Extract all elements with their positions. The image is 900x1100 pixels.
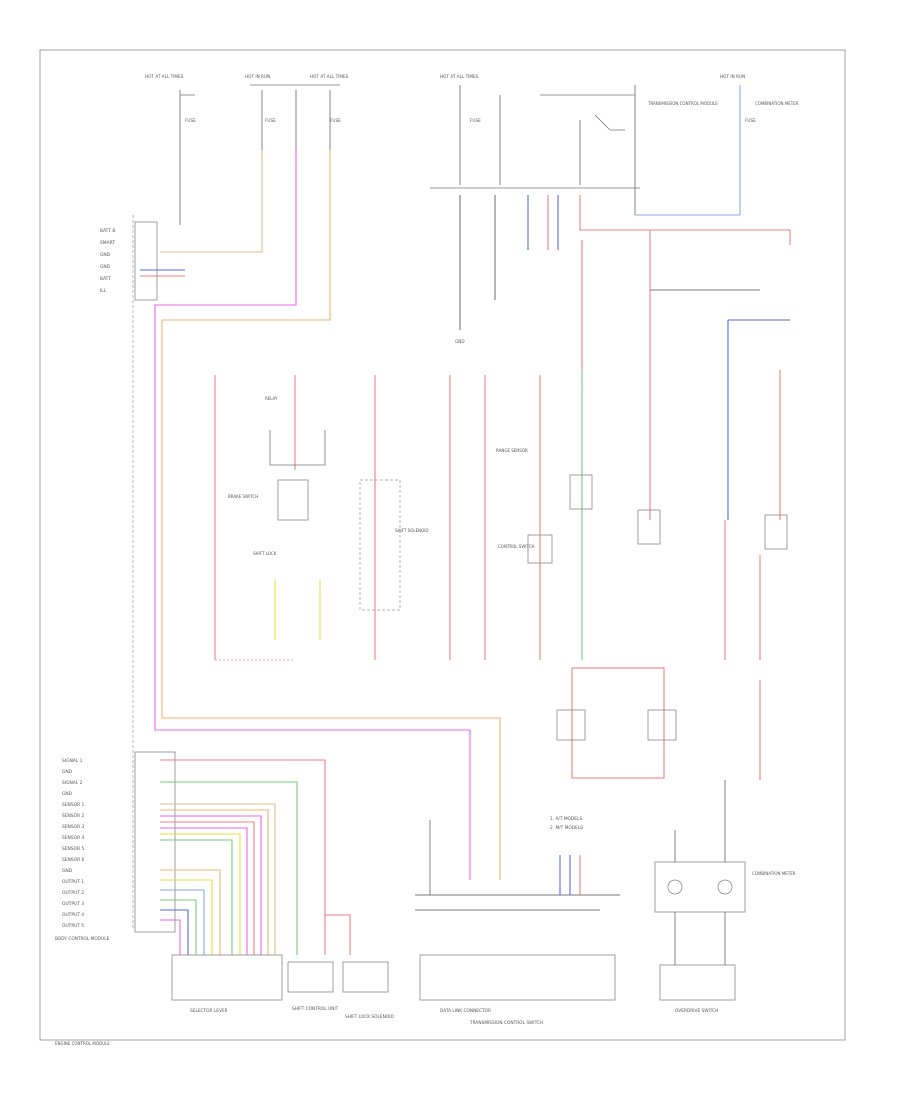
body-control-caption: BODY CONTROL MODULE — [55, 936, 110, 942]
left-pin-0: BATT B — [100, 228, 115, 234]
power-label-5: HOT IN RUN — [720, 74, 745, 79]
ecm-pin-10: GND — [62, 868, 73, 874]
ecm-caption: ENGINE CONTROL MODULE — [55, 1041, 110, 1046]
sensor-box-1 — [569, 474, 593, 510]
top-right-fuse-area: HOT AT ALL TIMES HOT IN RUN FUSE FUSE — [430, 74, 756, 215]
overdrive-caption: OVERDRIVE SWITCH — [675, 1008, 718, 1014]
ecm-pin-block: SIGNAL 1 GND SIGNAL 2 GND SENSOR 1 SENSO… — [55, 751, 176, 942]
control-switch-box — [527, 534, 553, 564]
power-label-2: HOT IN RUN — [245, 74, 270, 79]
combination-meter-box — [654, 861, 746, 913]
sensor-box-3 — [764, 514, 788, 550]
fuse-label-4: FUSE — [470, 118, 481, 123]
range-sensor-label: RANGE SENSOR — [496, 448, 528, 453]
note-1: 1. A/T MODELS — [550, 816, 582, 822]
wire-pink — [154, 150, 471, 880]
fuse-label-3: FUSE — [330, 118, 341, 123]
shift-lock-box — [342, 961, 389, 993]
wire-orange — [161, 150, 501, 880]
wire-tan — [160, 150, 263, 253]
wire-red-loop — [571, 667, 665, 779]
diagram-frame — [39, 49, 846, 1041]
shift-control-caption: SHIFT CONTROL UNIT — [292, 1006, 339, 1012]
left-connector: BATT B SMART GND GND BATT ILL — [100, 221, 158, 301]
left-pin-4: BATT — [100, 276, 111, 282]
meter-label: COMBINATION METER — [752, 871, 796, 876]
shift-lock-solenoid-caption: SHIFT LOCK SOLENOID — [345, 1014, 395, 1020]
ecm-pin-2: SIGNAL 2 — [62, 780, 83, 786]
ecm-pin-15: OUTPUT 5 — [62, 923, 84, 929]
ecm-pin-8: SENSOR 5 — [62, 846, 85, 852]
relay-label: RELAY — [265, 396, 278, 401]
module-label-tcm: TRANSMISSION CONTROL MODULE — [647, 101, 718, 106]
tcs-caption: TRANSMISSION CONTROL SWITCH — [469, 1020, 543, 1026]
top-left-fuse-area: HOT AT ALL TIMES HOT IN RUN HOT AT ALL T… — [145, 74, 349, 225]
combination-meter-area: OVERDRIVE SWITCH COMBINATION METER — [654, 780, 796, 1014]
ecm-pin-14: OUTPUT 4 — [62, 912, 84, 918]
data-link-connector — [419, 954, 616, 1001]
data-link-area: DATA LINK CONNECTOR TRANSMISSION CONTROL… — [415, 820, 620, 1026]
note-2: 2. M/T MODELS — [550, 825, 583, 831]
middle-section: BRAKE SWITCH RELAY SHIFT LOCK SHIFT SOLE… — [214, 370, 788, 661]
ecm-wire-fan — [160, 759, 351, 955]
ecm-pin-7: SENSOR 4 — [62, 835, 85, 841]
ecm-pin-1: GND — [62, 769, 73, 775]
brake-switch-label: BRAKE SWITCH — [228, 494, 258, 499]
fuse-label-1: FUSE — [185, 118, 196, 123]
fuse-label-2: FUSE — [265, 118, 276, 123]
ecm-pin-5: SENSOR 2 — [62, 813, 85, 819]
solenoid-outline — [359, 479, 401, 611]
solenoid-label: SHIFT SOLENOID — [395, 528, 429, 533]
module-label-meter: COMBINATION METER — [755, 101, 799, 106]
left-pin-2: GND — [100, 252, 111, 258]
selector-lever-caption: SELECTOR LEVER — [190, 1008, 228, 1014]
wire-red-bus — [579, 195, 791, 245]
ecm-pin-11: OUTPUT 1 — [62, 879, 84, 885]
ground-label: GND — [455, 339, 465, 344]
ecm-pin-6: SENSOR 3 — [62, 824, 85, 830]
power-label-1: HOT AT ALL TIMES — [145, 74, 184, 79]
ecm-pin-12: OUTPUT 2 — [62, 890, 84, 896]
left-pin-5: ILL — [100, 288, 107, 294]
module-box-a — [556, 709, 586, 741]
ecm-pin-4: SENSOR 1 — [62, 802, 85, 808]
shift-lock-label: SHIFT LOCK — [253, 551, 277, 556]
left-pin-1: SMART — [100, 240, 115, 246]
ecm-pin-3: GND — [62, 791, 73, 797]
control-switch-label: CONTROL SWITCH — [498, 544, 535, 549]
power-label-3: HOT AT ALL TIMES — [310, 74, 349, 79]
left-pin-3: GND — [100, 264, 111, 270]
sensor-box-2 — [637, 509, 661, 545]
ecm-pin-9: SENSOR 6 — [62, 857, 85, 863]
ecm-pin-13: OUTPUT 3 — [62, 901, 84, 907]
power-label-4: HOT AT ALL TIMES — [440, 74, 479, 79]
module-box-b — [647, 709, 677, 741]
selector-lever-connector — [171, 954, 283, 1001]
data-link-caption: DATA LINK CONNECTOR — [440, 1008, 491, 1014]
left-connector-body — [134, 221, 158, 301]
ecm-pin-0: SIGNAL 1 — [62, 758, 83, 764]
fuse-label-5: FUSE — [745, 118, 756, 123]
ecm-connector-body — [134, 751, 176, 933]
overdrive-switch-box — [659, 964, 736, 1001]
shift-control-box — [287, 961, 334, 993]
relay-body — [277, 479, 309, 521]
